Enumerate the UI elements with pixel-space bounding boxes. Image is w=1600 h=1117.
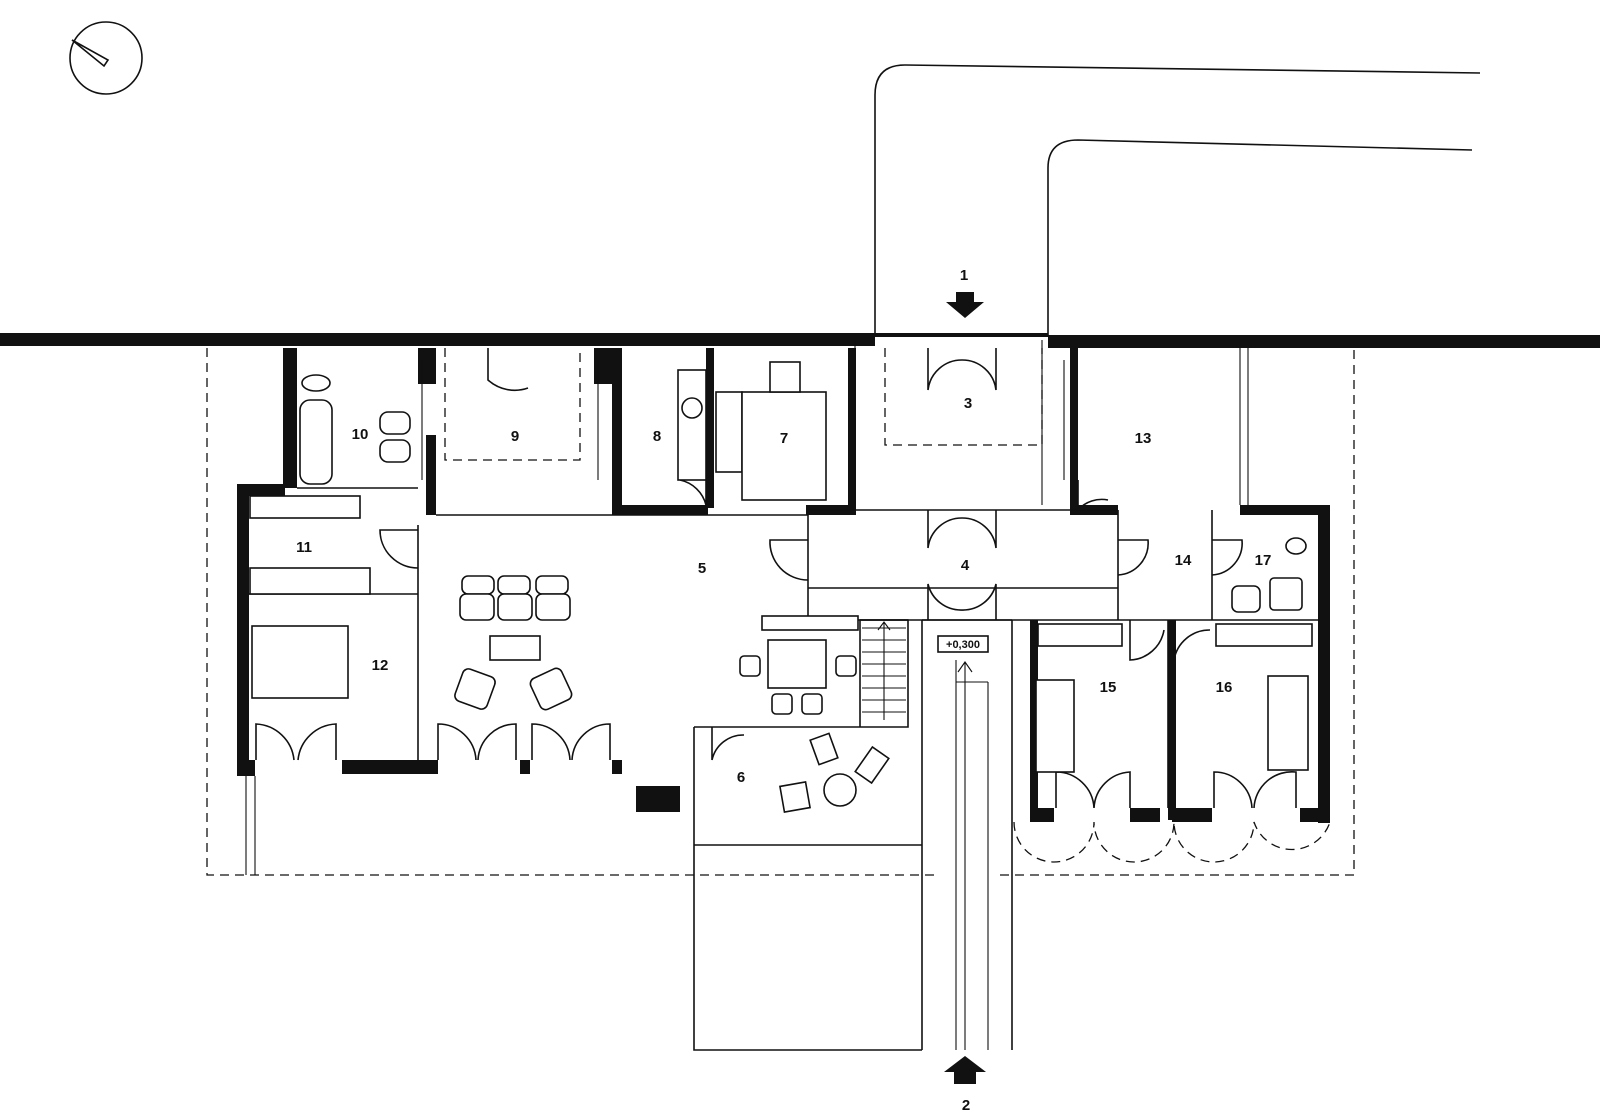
room-label-3: 3 <box>964 395 972 412</box>
room-label-15: 15 <box>1100 679 1117 696</box>
room-label-12: 12 <box>372 657 389 674</box>
room-label-16: 16 <box>1216 679 1233 696</box>
room-label-9: 9 <box>511 428 519 445</box>
room-label-5: 5 <box>698 560 706 577</box>
driveway-outline <box>874 64 1481 335</box>
doors <box>255 348 1331 863</box>
room-label-6: 6 <box>737 769 745 786</box>
room-label-7: 7 <box>780 430 788 447</box>
exterior-walls <box>237 348 1330 823</box>
room-label-17: 17 <box>1255 552 1272 569</box>
entrance-label-1: 1 <box>960 267 968 284</box>
room-label-10: 10 <box>352 426 369 443</box>
furniture <box>249 361 1313 813</box>
entrance-labels: 1 2 <box>960 267 970 1114</box>
room-label-11: 11 <box>296 539 312 556</box>
entrance-arrows <box>944 292 986 1084</box>
entrance-1-arrow-icon <box>946 292 984 318</box>
room-label-8: 8 <box>653 428 661 445</box>
room-labels: 3 4 5 6 7 8 9 10 11 12 13 14 15 16 17 <box>296 395 1271 786</box>
stairs <box>862 621 906 720</box>
entrance-2-arrow-icon <box>944 1056 986 1084</box>
north-arrow-icon <box>69 21 143 95</box>
entrance-label-2: 2 <box>962 1097 970 1114</box>
interior-partitions <box>245 340 1318 1051</box>
room-label-14: 14 <box>1175 552 1192 569</box>
room-label-13: 13 <box>1135 430 1152 447</box>
level-marker-text: +0,300 <box>946 639 980 651</box>
boundary-wall <box>0 333 1600 348</box>
level-marker: +0,300 <box>937 635 989 653</box>
room-label-4: 4 <box>961 557 970 574</box>
